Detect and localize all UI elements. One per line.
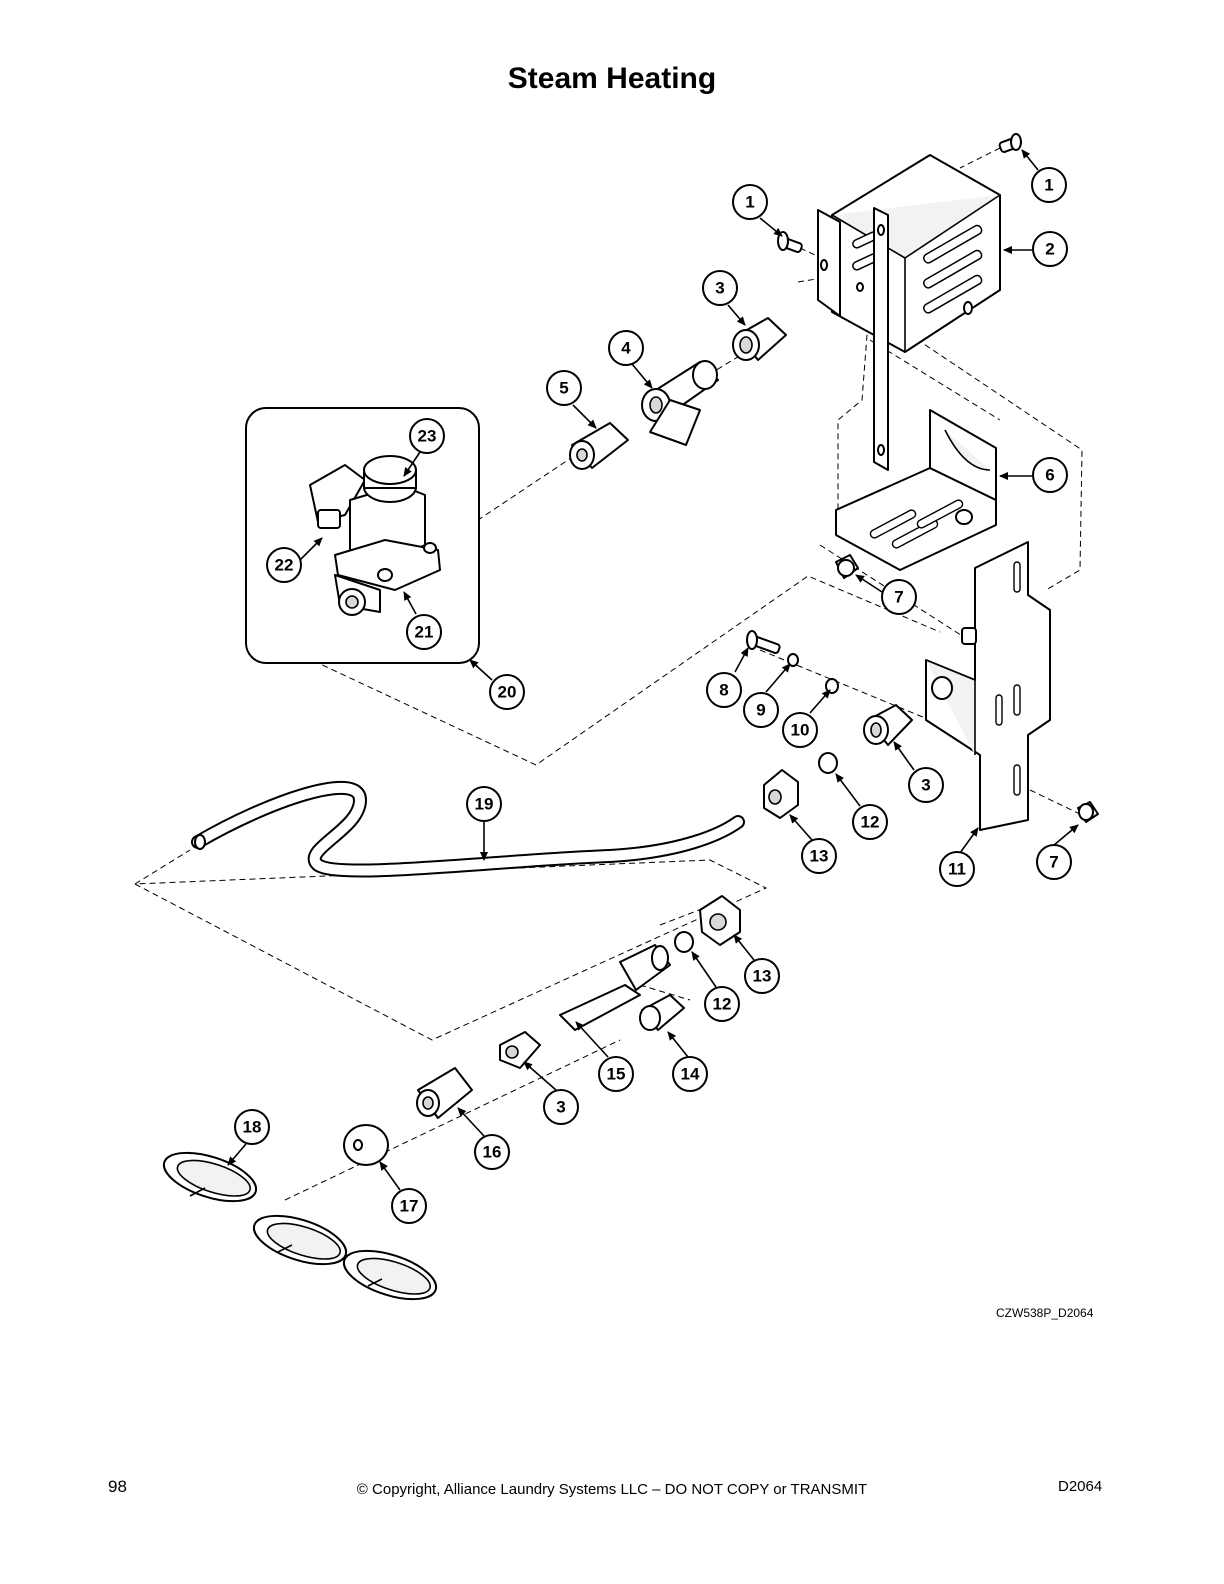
svg-text:6: 6 xyxy=(1045,466,1054,485)
washer-part-10 xyxy=(825,678,839,694)
callout-3-middle: 3 xyxy=(908,767,944,803)
fitting-part-3-middle xyxy=(863,704,913,746)
callout-12-middle: 12 xyxy=(852,804,888,840)
svg-text:13: 13 xyxy=(810,847,829,866)
callout-11: 11 xyxy=(939,851,975,887)
callout-17: 17 xyxy=(391,1188,427,1224)
callout-23: 23 xyxy=(409,418,445,454)
callout-14: 14 xyxy=(672,1056,708,1092)
callout-10: 10 xyxy=(782,712,818,748)
svg-text:4: 4 xyxy=(621,339,631,358)
solenoid-valve-inset-box xyxy=(245,407,480,664)
callout-13-lower: 13 xyxy=(744,958,780,994)
svg-text:12: 12 xyxy=(861,813,880,832)
callout-3-lower: 3 xyxy=(543,1089,579,1125)
washer-part-9 xyxy=(787,653,799,667)
svg-text:3: 3 xyxy=(921,776,930,795)
fitting-part-5 xyxy=(569,422,629,470)
svg-text:7: 7 xyxy=(1049,853,1058,872)
bracket-part-6 xyxy=(835,409,997,571)
ferrule-part-12-middle xyxy=(818,752,838,774)
svg-text:5: 5 xyxy=(559,379,568,398)
svg-text:3: 3 xyxy=(715,279,724,298)
leader-lines xyxy=(227,149,1079,1191)
bracket-part-11 xyxy=(925,541,1051,831)
coupling-part-16 xyxy=(416,1067,473,1119)
callout-19: 19 xyxy=(466,786,502,822)
screw-part-8 xyxy=(746,630,781,654)
callout-22: 22 xyxy=(266,547,302,583)
fitting-part-3-top xyxy=(732,317,787,361)
callout-13-middle: 13 xyxy=(801,838,837,874)
svg-text:7: 7 xyxy=(894,588,903,607)
svg-text:8: 8 xyxy=(719,681,728,700)
grommet-part-18 xyxy=(162,1151,438,1301)
document-code: D2064 xyxy=(1058,1478,1103,1495)
copyright-notice: © Copyright, Alliance Laundry Systems LL… xyxy=(356,1481,868,1498)
svg-text:14: 14 xyxy=(681,1065,700,1084)
callout-21: 21 xyxy=(406,614,442,650)
tube-part-19 xyxy=(191,780,745,878)
svg-text:1: 1 xyxy=(1044,176,1053,195)
svg-text:15: 15 xyxy=(607,1065,626,1084)
callout-7-left: 7 xyxy=(881,579,917,615)
bushing-part-14 xyxy=(639,994,685,1031)
svg-text:20: 20 xyxy=(498,683,517,702)
cover-box-part-2 xyxy=(817,154,1001,471)
callouts: 1 1 2 3 4 5 6 7 23 22 21 20 8 9 10 3 12 … xyxy=(234,167,1072,1224)
callout-8: 8 xyxy=(706,672,742,708)
ferrule-part-12-lower xyxy=(674,931,694,953)
svg-text:21: 21 xyxy=(415,623,434,642)
svg-text:12: 12 xyxy=(713,995,732,1014)
svg-text:13: 13 xyxy=(753,967,772,986)
page-title: Steam Heating xyxy=(507,62,717,95)
page-number: 98 xyxy=(108,1477,127,1496)
callout-3-top: 3 xyxy=(702,270,738,306)
nut-part-13-lower xyxy=(699,895,741,946)
probe-part-15 xyxy=(559,944,671,1031)
svg-text:2: 2 xyxy=(1045,240,1054,259)
svg-text:9: 9 xyxy=(756,701,765,720)
callout-1-top: 1 xyxy=(1031,167,1067,203)
nut-part-7-left xyxy=(835,554,859,579)
callout-7-right: 7 xyxy=(1036,844,1072,880)
fitting-part-3-lower xyxy=(499,1031,541,1069)
callout-20: 20 xyxy=(489,674,525,710)
callout-4: 4 xyxy=(608,330,644,366)
washer-part-17 xyxy=(343,1124,389,1166)
svg-text:23: 23 xyxy=(418,427,437,446)
callout-9: 9 xyxy=(743,692,779,728)
callout-12-lower: 12 xyxy=(704,986,740,1022)
callout-5: 5 xyxy=(546,370,582,406)
svg-text:3: 3 xyxy=(556,1098,565,1117)
callout-1-left: 1 xyxy=(732,184,768,220)
nut-part-7-right xyxy=(1077,801,1099,823)
svg-text:11: 11 xyxy=(948,860,966,879)
callout-2: 2 xyxy=(1032,231,1068,267)
svg-text:19: 19 xyxy=(475,795,494,814)
svg-text:18: 18 xyxy=(243,1118,262,1137)
svg-text:17: 17 xyxy=(400,1197,419,1216)
callout-15: 15 xyxy=(598,1056,634,1092)
nut-part-13-middle xyxy=(763,769,799,819)
svg-text:22: 22 xyxy=(275,556,294,575)
strainer-part-4 xyxy=(641,360,719,446)
callout-18: 18 xyxy=(234,1109,270,1145)
drawing-code: CZW538P_D2064 xyxy=(996,1306,1094,1320)
callout-6: 6 xyxy=(1032,457,1068,493)
svg-text:10: 10 xyxy=(791,721,810,740)
callout-16: 16 xyxy=(474,1134,510,1170)
svg-text:16: 16 xyxy=(483,1143,502,1162)
svg-text:1: 1 xyxy=(745,193,754,212)
screw-part-1-top xyxy=(998,133,1022,153)
